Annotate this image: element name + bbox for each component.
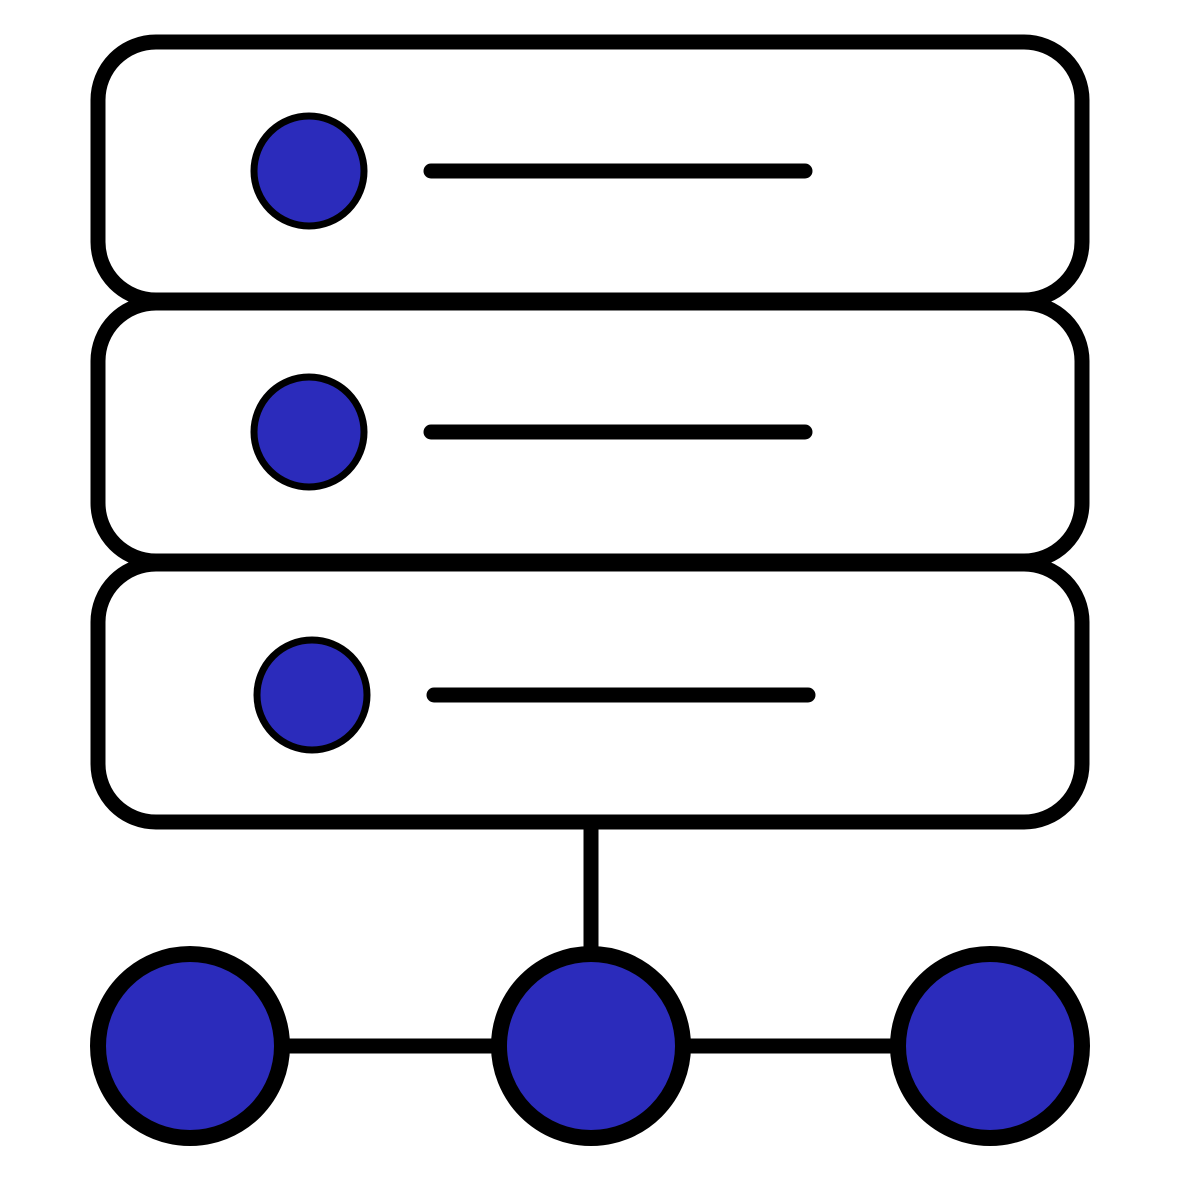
server-unit-1 (90, 34, 1090, 308)
network-topology (90, 818, 1090, 1146)
network-node-right (890, 946, 1090, 1146)
status-light-icon (253, 636, 371, 754)
server-unit-2 (90, 295, 1090, 569)
network-node-left (90, 946, 290, 1146)
status-light-icon (250, 373, 368, 491)
status-light-icon (250, 112, 368, 230)
server-unit-3 (90, 556, 1090, 830)
network-node-center (491, 946, 691, 1146)
server-stack (90, 34, 1090, 830)
